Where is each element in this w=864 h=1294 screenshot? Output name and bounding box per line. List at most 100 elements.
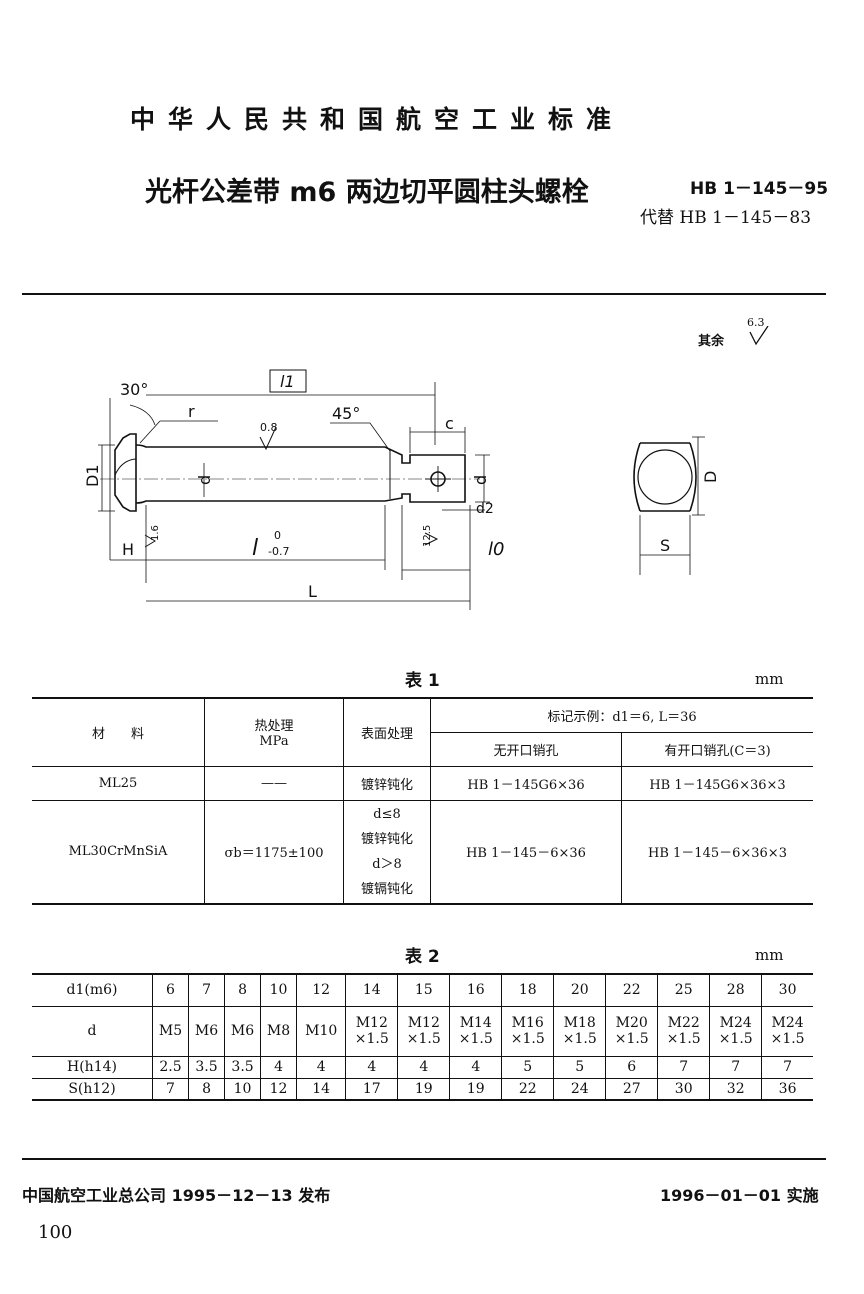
d-bottom: ×1.5 <box>770 1031 805 1047</box>
cell: M16×1.5 <box>501 1005 555 1057</box>
cell: 18 <box>501 974 555 1007</box>
cell: 12 <box>260 1077 298 1100</box>
bolt-shank <box>135 444 466 504</box>
table1-caption: 表 1 <box>405 671 440 691</box>
cell: M24×1.5 <box>761 1005 813 1057</box>
table-row: ML25 —— 镀锌钝化 HB 1－145G6×36 HB 1－145G6×36… <box>32 765 813 801</box>
cell: 7 <box>188 974 226 1007</box>
header-example: 标记示例：d1＝6, L＝36 <box>430 698 813 733</box>
header-no-hole: 无开口销孔 <box>430 731 622 767</box>
l0-label: l0 <box>488 539 504 560</box>
row-d: d M5 M6 M6 M8 M10 M12×1.5 M12×1.5 M14×1.… <box>32 1005 813 1057</box>
standard-code: HB 1－145－95 <box>690 179 829 199</box>
cell-heat: —— <box>204 765 344 801</box>
cell-no-hole: HB 1－145－6×36 <box>430 799 622 904</box>
surface-line: 镀锌钝化 <box>360 831 413 847</box>
cell: 7 <box>761 1055 813 1079</box>
cell: 20 <box>553 974 607 1007</box>
effective-date: 1996－01－01 实施 <box>660 1186 819 1205</box>
d-top: M14 <box>459 1015 492 1031</box>
row-label: d <box>32 1005 153 1057</box>
header-surface: 表面处理 <box>343 698 431 767</box>
cell: 14 <box>345 974 399 1007</box>
d-top: M12 <box>355 1015 388 1031</box>
header-heat-title: 热处理 <box>254 719 294 735</box>
table-row: ML30CrMnSiA σb＝1175±100 d≤8 镀锌钝化 d＞8 镀镉钝… <box>32 799 813 904</box>
cell: 32 <box>709 1077 763 1100</box>
row-d1: d1(m6) 6 7 8 10 12 14 15 16 18 20 22 25 … <box>32 974 813 1007</box>
d-bottom: ×1.5 <box>666 1031 701 1047</box>
top-divider <box>22 293 826 295</box>
material-table: 材 料 热处理 MPa 表面处理 标记示例：d1＝6, L＝36 无开口销孔 有… <box>32 697 813 905</box>
cell-surface: 镀锌钝化 <box>343 765 431 801</box>
document-title: 光杆公差带 m6 两边切平圆柱头螺栓 <box>145 177 589 208</box>
d-top: M16 <box>511 1015 544 1031</box>
d-top: M8 <box>266 1023 291 1039</box>
d-bottom: ×1.5 <box>354 1031 389 1047</box>
l-tol-lower: -0.7 <box>268 545 289 558</box>
cell: 25 <box>657 974 711 1007</box>
d-bottom: ×1.5 <box>510 1031 545 1047</box>
roughness-rest-label: 其余 <box>698 334 725 349</box>
d-top: M24 <box>771 1015 804 1031</box>
cell-material: ML30CrMnSiA <box>32 799 205 904</box>
c-label: c <box>445 414 454 433</box>
cell: 8 <box>188 1077 226 1100</box>
d-top: M22 <box>667 1015 700 1031</box>
cell: 24 <box>553 1077 607 1100</box>
d-bottom: ×1.5 <box>458 1031 493 1047</box>
cell: 10 <box>224 1077 262 1100</box>
table1-unit: mm <box>755 670 784 688</box>
standard-org-heading: 中华人民共和国航空工业标准 <box>130 105 625 134</box>
header-with-hole: 有开口销孔(C＝3) <box>621 731 813 767</box>
row-label: H(h14) <box>32 1055 153 1079</box>
cell: M20×1.5 <box>605 1005 659 1057</box>
cell: M12×1.5 <box>345 1005 399 1057</box>
cell-material: ML25 <box>32 765 205 801</box>
bottom-divider <box>22 1158 826 1160</box>
l1-label: l1 <box>280 372 295 391</box>
cell: 22 <box>605 974 659 1007</box>
cell: 6 <box>151 974 190 1007</box>
d-top: M6 <box>194 1023 219 1039</box>
row-label: d1(m6) <box>32 974 153 1007</box>
cell: M18×1.5 <box>553 1005 607 1057</box>
d-bottom: ×1.5 <box>614 1031 649 1047</box>
d-top: M18 <box>563 1015 596 1031</box>
cell: 5 <box>553 1055 607 1079</box>
d-bottom: ×1.5 <box>718 1031 753 1047</box>
thread-d-label: d <box>471 475 490 485</box>
row-s: S(h12) 7 8 10 12 14 17 19 19 22 24 27 30… <box>32 1077 813 1100</box>
d-top: M6 <box>230 1023 255 1039</box>
d-bottom: ×1.5 <box>406 1031 441 1047</box>
l-length-label: l <box>252 536 258 561</box>
cell: M6 <box>188 1005 226 1057</box>
cell: 19 <box>449 1077 503 1100</box>
cell: 22 <box>501 1077 555 1100</box>
cell: 36 <box>761 1077 813 1100</box>
cell: M24×1.5 <box>709 1005 763 1057</box>
radius-label: r <box>188 402 195 421</box>
cell: 28 <box>709 974 763 1007</box>
replaces-code: 代替 HB 1－145－83 <box>640 208 812 228</box>
cell: 15 <box>397 974 451 1007</box>
cell: 14 <box>296 1077 347 1100</box>
row-h: H(h14) 2.5 3.5 3.5 4 4 4 4 4 5 5 6 7 7 7 <box>32 1055 813 1079</box>
roughness-thread-value: 12.5 <box>422 525 433 547</box>
cell: 4 <box>397 1055 451 1079</box>
roughness-symbol-icon <box>749 326 769 346</box>
cell: 4 <box>296 1055 347 1079</box>
cell: 7 <box>709 1055 763 1079</box>
cell: 2.5 <box>151 1055 190 1079</box>
cell: 7 <box>657 1055 711 1079</box>
surface-line: d＞8 <box>372 856 402 872</box>
cell: M8 <box>260 1005 298 1057</box>
dimension-table: d1(m6) 6 7 8 10 12 14 15 16 18 20 22 25 … <box>32 973 813 1101</box>
header-material: 材 料 <box>32 698 205 767</box>
page-number: 100 <box>38 1222 73 1243</box>
cell: 4 <box>260 1055 298 1079</box>
chamfer-label: 45° <box>332 404 360 423</box>
cell: 3.5 <box>224 1055 262 1079</box>
big-d-label: D <box>701 471 720 483</box>
cell: M14×1.5 <box>449 1005 503 1057</box>
